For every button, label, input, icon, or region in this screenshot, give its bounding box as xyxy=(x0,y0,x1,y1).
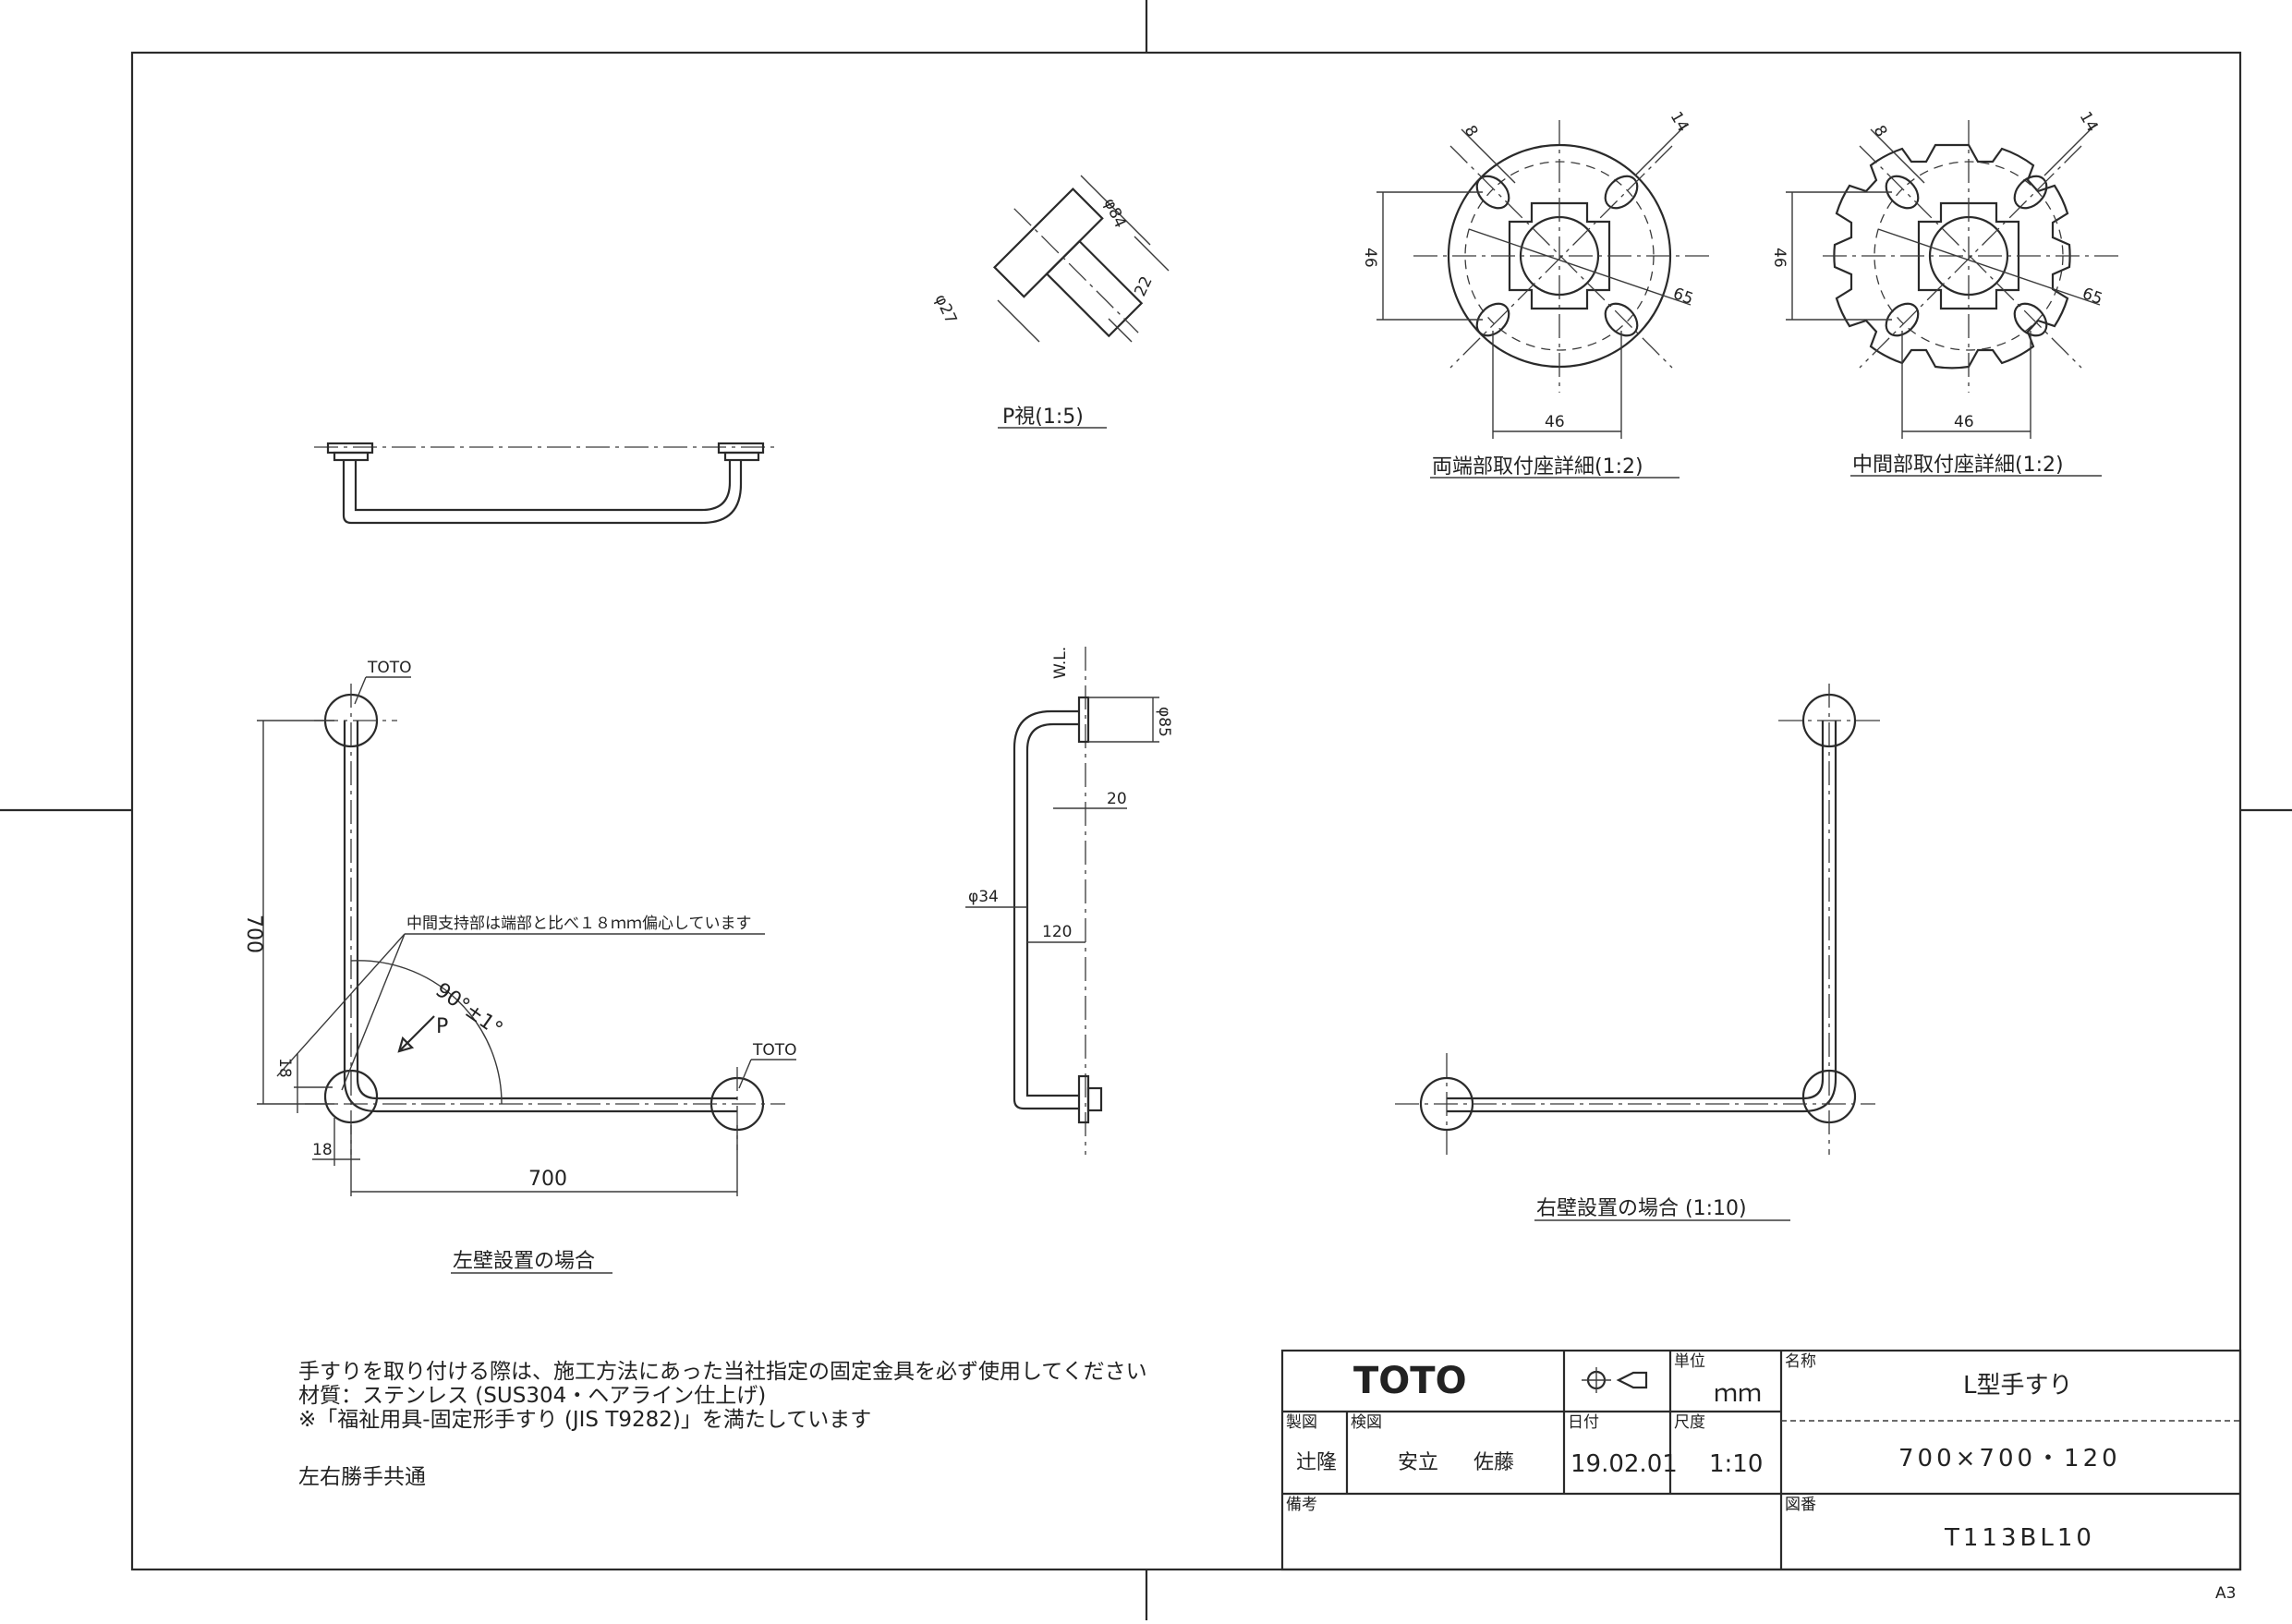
name-value: L型手すり xyxy=(1963,1372,2073,1400)
p-view-caption: P視(1:5) xyxy=(1002,406,1084,429)
top-view xyxy=(314,442,776,525)
p-view: φ84 φ27 22 P視(1:5) xyxy=(930,175,1170,429)
date-label: 日付 xyxy=(1568,1413,1599,1432)
checked-label: 検図 xyxy=(1351,1413,1382,1432)
date-value: 19.02.01 xyxy=(1570,1450,1678,1478)
drawing-no-label: 図番 xyxy=(1785,1496,1816,1514)
side-view-pipe-dim: φ34 xyxy=(968,888,999,906)
left-install-vertical-dim: 700 xyxy=(242,915,265,953)
paper-size-label: A3 xyxy=(2215,1584,2236,1603)
company-logo: TOTO xyxy=(1353,1360,1467,1402)
end-detail-r-dim: 65 xyxy=(1670,285,1695,309)
side-view-wall-line: W.L. xyxy=(1051,647,1070,679)
end-detail-slot-dim: 14 xyxy=(1667,109,1692,136)
mid-detail-hole-dim: 8 xyxy=(1870,123,1891,140)
scale-label: 尺度 xyxy=(1674,1413,1705,1432)
projection-symbol-icon xyxy=(1582,1367,1648,1393)
drawing-frame xyxy=(130,51,2242,1571)
name-label: 名称 xyxy=(1785,1352,1816,1371)
checked-value-1: 安立 xyxy=(1398,1451,1438,1474)
spec-value: 700×700・120 xyxy=(1898,1445,2121,1473)
drawn-label: 製図 xyxy=(1286,1413,1317,1432)
scale-value: 1:10 xyxy=(1709,1450,1763,1478)
end-detail-caption: 両端部取付座詳細(1:2) xyxy=(1432,455,1643,479)
title-block: TOTO 単位 ｍｍ 名称 L型手すり 700×700・120 製図 辻隆 検図… xyxy=(1280,1349,2242,1571)
remarks-label: 備考 xyxy=(1286,1496,1317,1514)
left-install-offset-h-dim: 18 xyxy=(312,1141,333,1159)
general-notes: 手すりを取り付ける際は、施工方法にあった当社指定の固定金具を必ず使用してください… xyxy=(298,1360,1147,1489)
left-install-view: 700 700 18 18 90°±1° P 中間支持部は端部と比べ１８ｍｍ偏心… xyxy=(242,659,797,1274)
p-view-pipe-dim: φ27 xyxy=(930,292,960,327)
side-view-120-dim: 120 xyxy=(1042,923,1072,941)
right-install-caption: 右壁設置の場合 (1:10) xyxy=(1536,1197,1747,1220)
note-line-4: 左右勝手共通 xyxy=(298,1465,426,1489)
p-view-flange-dim: φ84 xyxy=(1099,196,1129,231)
note-line-3: ※「福祉用具-固定形手すり (JIS T9282)」を満たしています xyxy=(298,1408,871,1432)
end-detail-hole-dim: 8 xyxy=(1461,123,1482,140)
side-view: W.L. φ85 20 φ34 120 xyxy=(965,647,1173,1155)
drawing-no-value: T113BL10 xyxy=(1944,1524,2095,1552)
left-install-horizontal-dim: 700 xyxy=(528,1168,567,1191)
unit-value: ｍｍ xyxy=(1714,1380,1762,1408)
left-install-logo-right: TOTO xyxy=(752,1041,797,1060)
mid-detail-slot-dim: 14 xyxy=(2076,109,2102,136)
side-view-flange-dim: φ85 xyxy=(1155,707,1173,737)
side-view-20-dim: 20 xyxy=(1107,790,1127,808)
note-line-1: 手すりを取り付ける際は、施工方法にあった当社指定の固定金具を必ず使用してください xyxy=(298,1360,1147,1384)
mid-detail-v-dim: 46 xyxy=(1770,248,1789,268)
mid-detail-caption: 中間部取付座詳細(1:2) xyxy=(1852,454,2064,477)
end-detail-v-dim: 46 xyxy=(1361,248,1379,268)
checked-value-2: 佐藤 xyxy=(1473,1451,1514,1474)
left-install-logo-top: TOTO xyxy=(367,659,412,677)
unit-label: 単位 xyxy=(1674,1352,1705,1371)
mid-detail-h-dim: 46 xyxy=(1954,413,1974,431)
left-install-offset-note: 中間支持部は端部と比べ１８ｍｍ偏心しています xyxy=(406,915,752,933)
left-install-caption: 左壁設置の場合 xyxy=(453,1250,595,1273)
right-install-view: 右壁設置の場合 (1:10) xyxy=(1395,684,1880,1221)
mid-detail-r-dim: 65 xyxy=(2080,285,2104,309)
note-line-2: 材質：ステンレス (SUS304・ヘアライン仕上げ) xyxy=(298,1384,766,1408)
middle-mount-detail: 8 14 46 46 65 中間部取付座詳細(1:2) xyxy=(1770,109,2118,477)
drawn-value: 辻隆 xyxy=(1296,1451,1337,1474)
end-mount-detail: 8 14 46 46 65 両端部取付座詳細(1:2) xyxy=(1361,109,1709,479)
end-detail-h-dim: 46 xyxy=(1545,413,1565,431)
left-install-view-mark: P xyxy=(436,1015,448,1038)
